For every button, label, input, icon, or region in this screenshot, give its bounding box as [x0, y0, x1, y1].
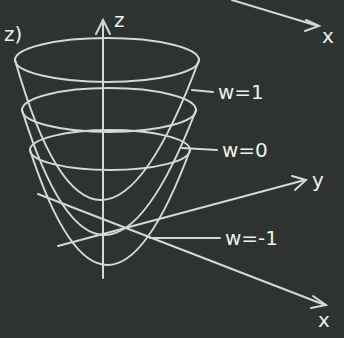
level-label: w=-1	[225, 226, 278, 250]
level-label: w=1	[218, 80, 264, 104]
top-arrowhead	[305, 20, 319, 31]
axis-label: z	[114, 8, 125, 32]
axis-label: x	[322, 24, 334, 48]
y-arrowhead	[292, 176, 306, 190]
axis-label: y	[312, 168, 324, 192]
leader-line	[182, 148, 217, 150]
axis-label: x	[318, 308, 330, 332]
paraboloid	[30, 150, 190, 265]
leader-line	[192, 90, 213, 92]
z-axis	[102, 22, 104, 278]
level-label: w=0	[222, 138, 268, 162]
x-axis	[38, 194, 325, 305]
paraboloid	[22, 110, 196, 235]
z-arrowhead	[96, 20, 110, 34]
paraboloid-rim	[22, 88, 196, 132]
paraboloid-rim	[30, 130, 190, 170]
function-label: z)	[4, 22, 22, 46]
paraboloid-rim	[15, 38, 199, 82]
leader-line	[150, 237, 220, 239]
x-arrowhead	[311, 296, 326, 308]
top-axis	[232, 0, 318, 26]
